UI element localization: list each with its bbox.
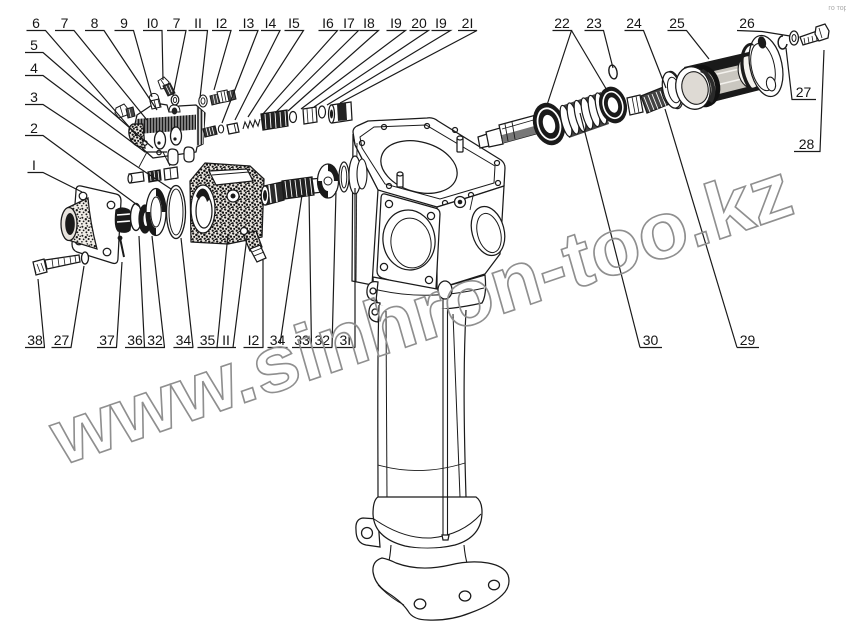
- svg-text:I2: I2: [248, 332, 260, 348]
- svg-text:38: 38: [27, 332, 43, 348]
- svg-text:35: 35: [200, 332, 216, 348]
- svg-text:7: 7: [61, 15, 69, 31]
- svg-text:25: 25: [669, 15, 685, 31]
- svg-text:36: 36: [127, 332, 143, 348]
- svg-text:24: 24: [626, 15, 642, 31]
- svg-text:22: 22: [554, 15, 570, 31]
- svg-text:6: 6: [32, 15, 40, 31]
- svg-text:26: 26: [739, 15, 755, 31]
- svg-text:2I: 2I: [462, 15, 474, 31]
- svg-text:I9: I9: [435, 15, 447, 31]
- svg-text:30: 30: [643, 332, 659, 348]
- svg-text:3I: 3I: [339, 332, 351, 348]
- svg-text:37: 37: [99, 332, 115, 348]
- svg-text:I8: I8: [363, 15, 375, 31]
- svg-text:20: 20: [411, 15, 427, 31]
- svg-text:7: 7: [173, 15, 181, 31]
- svg-text:I: I: [32, 157, 36, 173]
- svg-text:27: 27: [54, 332, 70, 348]
- svg-text:го тор: го тор: [828, 5, 846, 12]
- svg-text:5: 5: [30, 37, 38, 53]
- svg-text:27: 27: [796, 84, 812, 100]
- svg-text:II: II: [222, 332, 230, 348]
- svg-text:34: 34: [270, 332, 286, 348]
- svg-text:32: 32: [315, 332, 331, 348]
- svg-text:29: 29: [740, 332, 756, 348]
- svg-text:I6: I6: [322, 15, 334, 31]
- svg-text:8: 8: [91, 15, 99, 31]
- svg-text:28: 28: [799, 136, 815, 152]
- svg-text:9: 9: [120, 15, 128, 31]
- svg-text:34: 34: [176, 332, 192, 348]
- svg-text:33: 33: [294, 332, 310, 348]
- svg-text:II: II: [194, 15, 202, 31]
- svg-text:I2: I2: [216, 15, 228, 31]
- svg-text:I5: I5: [288, 15, 300, 31]
- svg-text:I0: I0: [147, 15, 159, 31]
- svg-text:I7: I7: [343, 15, 355, 31]
- svg-text:32: 32: [147, 332, 163, 348]
- svg-text:23: 23: [586, 15, 602, 31]
- svg-text:3: 3: [30, 89, 38, 105]
- svg-text:I9: I9: [390, 15, 402, 31]
- svg-text:4: 4: [30, 60, 38, 76]
- svg-text:I4: I4: [265, 15, 277, 31]
- svg-text:I3: I3: [243, 15, 255, 31]
- svg-text:2: 2: [30, 120, 38, 136]
